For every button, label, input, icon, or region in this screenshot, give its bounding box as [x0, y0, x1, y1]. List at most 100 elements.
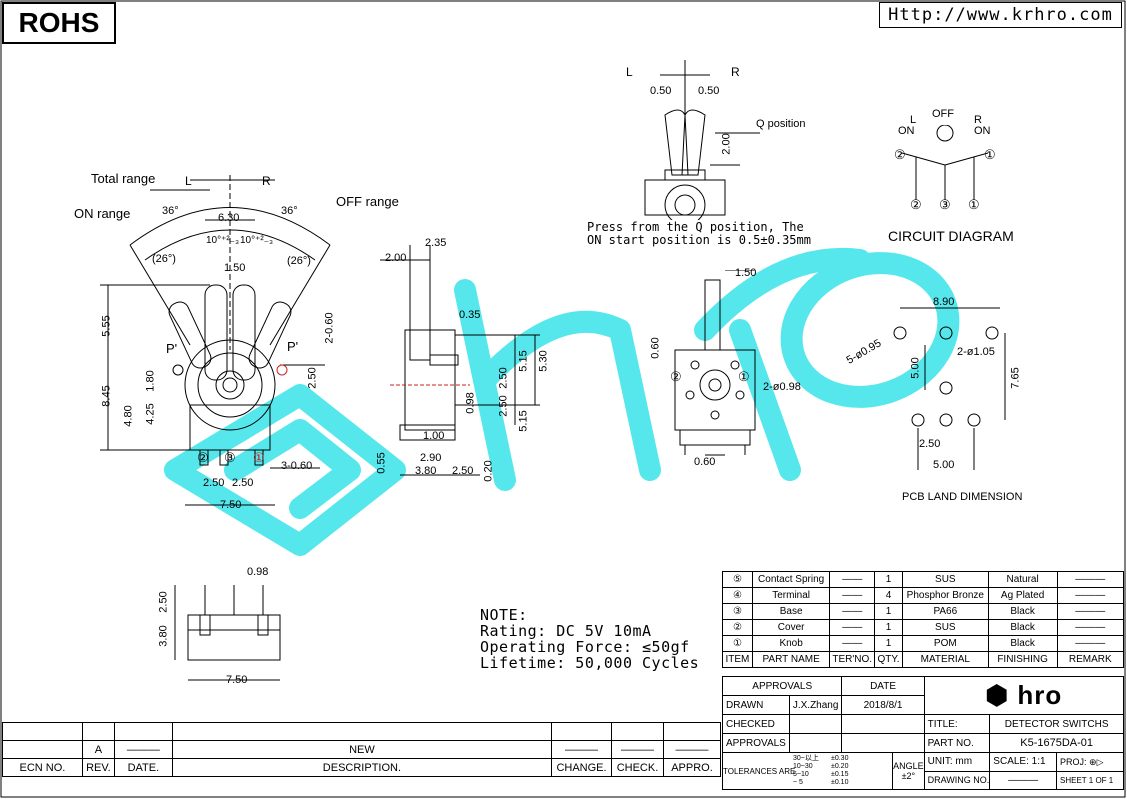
pcb-dim-5-00-v: 5.00	[909, 357, 922, 379]
bottom-dim-7-50: 7.50	[226, 674, 248, 686]
pin-2-marker: ②	[197, 450, 209, 465]
bom-cell-no: ⑤	[722, 571, 753, 588]
side-dim-2-50-b: 2.50	[497, 395, 510, 417]
front-view-drawing	[674, 270, 756, 456]
side-dim-2-35: 2.35	[425, 237, 447, 249]
bom-header-row: ITEM PART NAME TER'NO. QTY. MATERIAL FIN…	[722, 651, 1125, 668]
side-dim-5-15-b: 5.15	[517, 410, 530, 432]
side-dim-5-15-a: 5.15	[517, 350, 530, 372]
bom-cell-part: Terminal	[751, 587, 831, 604]
front-pin-1: ①	[738, 369, 750, 384]
pcb-dim-8-90: 8.90	[933, 296, 955, 308]
bom-cell-remark: ———	[1056, 635, 1125, 652]
website-url[interactable]: Http://www.krhro.com	[879, 2, 1122, 28]
company-logo: ⬢ hro	[923, 676, 1125, 715]
dim-2-50-b: 2.50	[232, 477, 254, 489]
scale-value: SCALE: 1:1	[990, 753, 1057, 772]
bom-header-part: PART NAME	[751, 651, 831, 668]
side-dim-5-30: 5.30	[537, 350, 550, 372]
bom-cell-qty: 1	[874, 571, 903, 588]
rev-desc: NEW	[171, 740, 553, 759]
dim-10-right: 10°⁺²₋₃	[240, 235, 274, 246]
pcb-dim-5-00-h: 5.00	[933, 459, 955, 471]
on-range-label: ON range	[74, 206, 131, 221]
bottom-dim-2-50: 2.50	[157, 591, 170, 613]
dim-10-left: 10°⁺²₋₃	[206, 235, 240, 246]
side-dim-3-80: 3.80	[415, 465, 437, 477]
rev-header-appro: APPRO.	[662, 758, 722, 777]
title-block: APPROVALS DATE ⬢ hro DRAWN J.X.Zhang 201…	[721, 676, 1125, 790]
dim-4-80: 4.80	[122, 405, 135, 427]
tolerance-row: 5~10 ±0.15	[793, 771, 848, 779]
p-prime-right: P'	[287, 339, 299, 354]
bom-cell-ter: ——	[829, 619, 876, 636]
bom-cell-qty: 1	[874, 603, 903, 620]
side-dim-2-00: 2.00	[385, 252, 407, 264]
bom-header-remark: REMARK	[1056, 651, 1125, 668]
tolerance-label: TOLERANCES ARE	[723, 766, 796, 776]
proj-sheet-cell: PROJ: ⊕▷ SHEET 1 OF 1	[1056, 752, 1124, 790]
bom-cell-finishing: Ag Plated	[987, 587, 1058, 604]
pcb-dim-2-50: 2.50	[919, 438, 941, 450]
date-header: DATE	[841, 676, 925, 696]
rev-header-change: CHANGE.	[551, 758, 612, 777]
projection: PROJ: ⊕▷	[1057, 753, 1123, 772]
bom-cell-remark: ———	[1056, 603, 1125, 620]
rev-header-desc: DESCRIPTION.	[171, 758, 553, 777]
side-dim-0-35: 0.35	[459, 309, 481, 321]
side-view-drawing	[380, 245, 540, 476]
rev-date: ———	[113, 740, 173, 759]
drawing-title: DETECTOR SWITCHS	[989, 714, 1124, 734]
revision-row: A ——— NEW ——— ——— ———	[2, 740, 722, 759]
bom-cell-qty: 1	[874, 635, 903, 652]
rev-check: ———	[611, 740, 664, 759]
q-r-label: R	[731, 65, 740, 79]
angle-36-right: 36°	[281, 205, 298, 217]
bom-header-material: MATERIAL	[901, 651, 989, 668]
angle-26-right: (26°)	[287, 255, 311, 267]
q-view-drawing	[644, 60, 760, 220]
scale-cell: SCALE: 1:1 ———	[989, 752, 1058, 790]
proj-label: PROJ:	[1060, 757, 1087, 767]
dim-1-80: 1.80	[144, 370, 157, 392]
note-title: NOTE:	[480, 606, 528, 624]
part-no-label: PART NO.	[923, 733, 991, 753]
drawing-no-label: DRAWING NO.	[927, 775, 990, 785]
bom-cell-ter: ——	[829, 571, 876, 588]
top-view-drawing	[100, 175, 331, 506]
off-range-label: OFF range	[336, 194, 399, 209]
circuit-off: OFF	[932, 108, 954, 120]
bom-cell-remark: ———	[1056, 587, 1125, 604]
bom-cell-no: ③	[722, 603, 753, 620]
pcb-dim-2-1-05: 2-ø1.05	[957, 346, 995, 358]
tolerance-value: ±0.20	[831, 763, 849, 770]
bom-cell-part: Base	[751, 603, 831, 620]
circuit-on-right: ON	[974, 125, 991, 137]
drawing-no-value: ———	[1008, 775, 1039, 786]
front-dim-0-60-b: 0.60	[694, 456, 716, 468]
bom-header-qty: QTY.	[874, 651, 903, 668]
tolerance-value: ±0.30	[831, 755, 849, 762]
bom-cell-no: ②	[722, 619, 753, 636]
p-prime-left: P'	[166, 341, 178, 356]
bottom-dim-0-98: 0.98	[247, 566, 269, 578]
side-dim-2-50-a: 2.50	[497, 367, 510, 389]
bom-cell-material: POM	[901, 635, 989, 652]
rev-header-check: CHECK.	[611, 758, 664, 777]
side-dim-1-00: 1.00	[423, 430, 445, 442]
circuit-pin-1b: ①	[968, 197, 980, 212]
dim-8-45: 8.45	[100, 385, 113, 407]
rev-header-date: DATE.	[113, 758, 173, 777]
bom-cell-remark: ———	[1056, 619, 1125, 636]
dim-4-25: 4.25	[144, 403, 157, 425]
dim-5-55: 5.55	[100, 315, 113, 337]
tolerance-value: ±0.15	[831, 771, 849, 778]
tolerance-range: 5~10	[793, 771, 809, 778]
q-dim-0-50-a: 0.50	[650, 85, 672, 97]
total-range-label: Total range	[91, 171, 156, 186]
bom-cell-qty: 4	[874, 587, 903, 604]
